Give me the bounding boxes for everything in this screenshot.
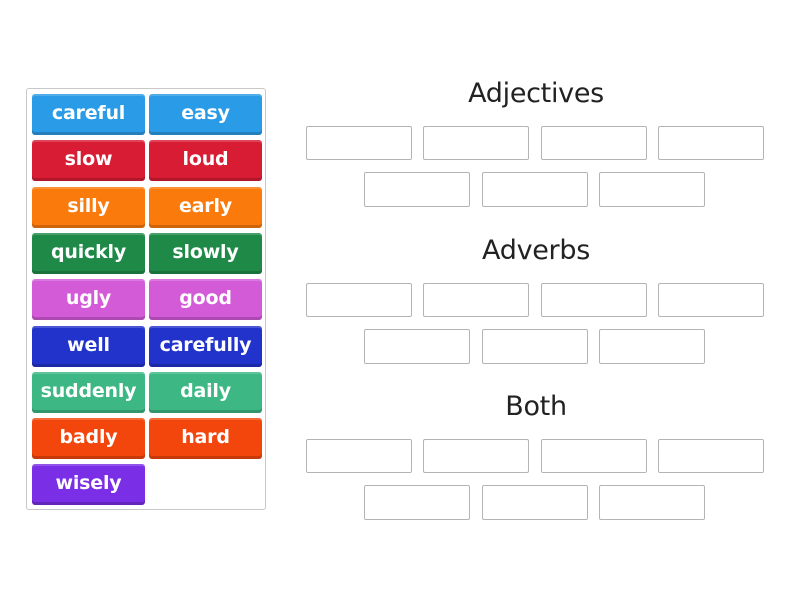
drop-slot-adjectives[interactable] <box>658 126 764 160</box>
word-tile-good[interactable]: good <box>149 279 262 321</box>
drop-slot-both[interactable] <box>658 439 764 473</box>
drop-slot-adverbs[interactable] <box>423 283 529 317</box>
word-tile-daily[interactable]: daily <box>149 371 262 413</box>
drop-slot-both[interactable] <box>599 485 705 520</box>
group-title-adjectives: Adjectives <box>468 78 604 109</box>
drop-slot-adjectives[interactable] <box>541 126 647 160</box>
drop-slot-both[interactable] <box>364 485 470 520</box>
drop-slot-both[interactable] <box>482 485 588 520</box>
drop-slot-both[interactable] <box>306 439 412 473</box>
drop-slot-adverbs[interactable] <box>364 329 470 364</box>
word-tile-loud[interactable]: loud <box>149 140 262 182</box>
word-tile-early[interactable]: early <box>149 186 262 228</box>
word-tile-ugly[interactable]: ugly <box>32 279 145 321</box>
word-tile-slowly[interactable]: slowly <box>149 232 262 274</box>
group-title-adverbs: Adverbs <box>482 235 590 266</box>
word-tile-carefully[interactable]: carefully <box>149 325 262 367</box>
word-tile-well[interactable]: well <box>32 325 145 367</box>
word-tile-hard[interactable]: hard <box>149 418 262 460</box>
word-tile-badly[interactable]: badly <box>32 418 145 460</box>
group-title-both: Both <box>505 391 567 422</box>
word-tile-careful[interactable]: careful <box>32 94 145 135</box>
word-tile-silly[interactable]: silly <box>32 186 145 228</box>
word-tile-suddenly[interactable]: suddenly <box>32 371 145 413</box>
word-tile-quickly[interactable]: quickly <box>32 232 145 274</box>
word-tile-slow[interactable]: slow <box>32 140 145 182</box>
drop-slot-both[interactable] <box>541 439 647 473</box>
drop-slot-adjectives[interactable] <box>599 172 705 207</box>
drop-slot-adjectives[interactable] <box>364 172 470 207</box>
drop-slot-adverbs[interactable] <box>541 283 647 317</box>
word-tile-easy[interactable]: easy <box>149 94 262 135</box>
drop-slot-adverbs[interactable] <box>306 283 412 317</box>
drop-slot-adverbs[interactable] <box>482 329 588 364</box>
drop-slot-adjectives[interactable] <box>423 126 529 160</box>
drop-slot-both[interactable] <box>423 439 529 473</box>
drop-slot-adverbs[interactable] <box>658 283 764 317</box>
drop-slot-adjectives[interactable] <box>306 126 412 160</box>
drop-slot-adverbs[interactable] <box>599 329 705 364</box>
word-tile-wisely[interactable]: wisely <box>32 464 145 506</box>
drop-slot-adjectives[interactable] <box>482 172 588 207</box>
